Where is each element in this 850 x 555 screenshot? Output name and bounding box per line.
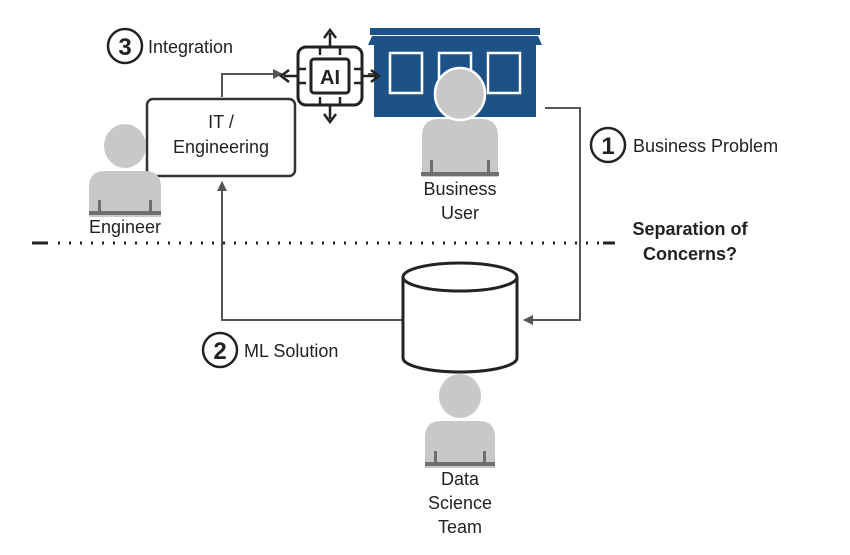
ai-chip-label: AI xyxy=(320,67,340,89)
step-1-badge: 1 xyxy=(589,126,627,164)
separation-line1: Separation of xyxy=(632,219,748,239)
data-science-line1: Data xyxy=(440,469,480,489)
integration-arrow xyxy=(221,69,283,97)
engineer-person-icon xyxy=(89,124,161,217)
database-cylinder xyxy=(401,261,519,374)
step-3-label: Integration xyxy=(148,37,234,57)
step-2-number: 2 xyxy=(213,338,226,365)
engineer-label: Engineer xyxy=(88,217,162,237)
ai-chip-icon xyxy=(278,27,382,125)
step-2-badge: 2 xyxy=(201,331,239,369)
step-3-number: 3 xyxy=(118,34,131,61)
ml-solution-arrow xyxy=(217,181,403,321)
it-box-line2: Engineering xyxy=(172,137,270,157)
it-engineering-box xyxy=(145,97,297,178)
data-science-line3: Team xyxy=(437,517,482,537)
step-1-label: Business Problem xyxy=(633,136,779,156)
step-3-badge: 3 xyxy=(106,27,144,65)
data-science-person-icon xyxy=(425,374,495,468)
separation-line2: Concerns? xyxy=(642,244,738,264)
data-science-line2: Science xyxy=(427,493,493,513)
business-user-line2: User xyxy=(440,203,479,223)
business-problem-arrow xyxy=(523,107,581,325)
business-user-person-icon xyxy=(420,66,500,179)
it-box-line1: IT / xyxy=(208,112,234,132)
business-user-line1: Business xyxy=(423,179,497,199)
step-1-number: 1 xyxy=(601,133,614,160)
step-2-label: ML Solution xyxy=(244,341,339,361)
